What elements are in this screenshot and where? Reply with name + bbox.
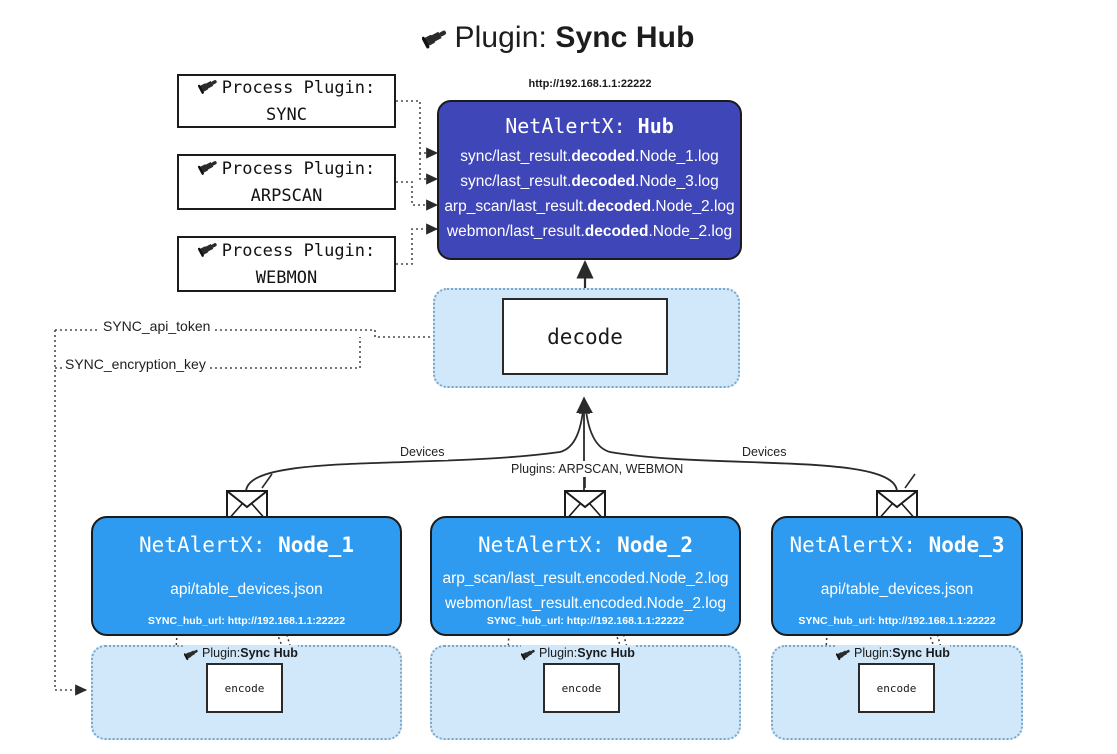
node-2[interactable]: NetAlertX: Node_2 arp_scan/last_result.e…	[430, 516, 741, 636]
process-plugin-line1: Process Plugin:	[221, 78, 376, 98]
encode-box-1[interactable]: encode	[206, 663, 283, 713]
node-title: NetAlertX: Node_1	[139, 533, 354, 557]
node-1[interactable]: NetAlertX: Node_1 api/table_devices.json…	[91, 516, 402, 636]
hub-title: NetAlertX: Hub	[505, 111, 674, 141]
hub-title-name: Hub	[637, 114, 674, 138]
sync-encryption-key-label: SYNC_encryption_key	[62, 355, 209, 373]
encode-label: encode	[876, 681, 917, 695]
encode-box-2[interactable]: encode	[543, 663, 620, 713]
hub-title-prefix: NetAlertX:	[505, 114, 638, 138]
encoder-plugin-tag-3: Plugin: Sync Hub	[836, 645, 950, 661]
plug-icon	[184, 646, 200, 661]
plug-icon	[197, 238, 220, 266]
node-log-line: webmon/last_result.encoded.Node_2.log	[445, 595, 726, 612]
process-plugin-line2: SYNC	[266, 104, 307, 125]
hub-url-label: http://192.168.1.1:22222	[528, 78, 652, 90]
plug-icon	[422, 19, 450, 63]
hub-log-line: arp_scan/last_result.decoded.Node_2.log	[444, 198, 735, 215]
encode-label: encode	[224, 681, 265, 695]
node-3[interactable]: NetAlertX: Node_3 api/table_devices.json…	[771, 516, 1023, 636]
node-title: NetAlertX: Node_2	[478, 533, 693, 557]
node-footer: SYNC_hub_url: http://192.168.1.1:22222	[147, 615, 346, 627]
encoder-plugin-tag-1: Plugin: Sync Hub	[184, 645, 298, 661]
node-footer: SYNC_hub_url: http://192.168.1.1:22222	[486, 615, 685, 627]
plugins-label-center: Plugins: ARPSCAN, WEBMON	[507, 461, 688, 477]
page-title: Plugin: Sync Hub	[0, 16, 1117, 63]
plug-icon	[521, 646, 537, 661]
process-plugin-sync[interactable]: Process Plugin: SYNC	[177, 74, 396, 128]
hub-node[interactable]: NetAlertX: Hub sync/last_result.decoded.…	[437, 100, 742, 260]
node-log-line: arp_scan/last_result.encoded.Node_2.log	[442, 570, 729, 587]
process-plugin-line1: Process Plugin:	[221, 241, 376, 261]
process-plugin-line2: ARPSCAN	[250, 185, 323, 206]
hub-log-line: webmon/last_result.decoded.Node_2.log	[446, 223, 733, 240]
process-plugin-arpscan[interactable]: Process Plugin: ARPSCAN	[177, 154, 396, 210]
node-log-line: api/table_devices.json	[170, 581, 323, 598]
hub-log-line: sync/last_result.decoded.Node_3.log	[460, 173, 719, 190]
devices-label-right: Devices	[738, 444, 791, 460]
node-footer: SYNC_hub_url: http://192.168.1.1:22222	[798, 615, 996, 627]
devices-label-left: Devices	[396, 444, 449, 460]
decode-box[interactable]: decode	[502, 298, 668, 375]
decode-label: decode	[547, 324, 623, 349]
plug-icon	[197, 156, 220, 184]
page-title-name: Sync Hub	[555, 21, 695, 54]
plug-icon	[197, 75, 220, 103]
encode-box-3[interactable]: encode	[858, 663, 935, 713]
process-plugin-line2: WEBMON	[255, 267, 318, 288]
node-title: NetAlertX: Node_3	[789, 533, 1005, 557]
process-plugin-webmon[interactable]: Process Plugin: WEBMON	[177, 236, 396, 292]
encode-label: encode	[561, 681, 602, 695]
hub-log-line: sync/last_result.decoded.Node_1.log	[460, 148, 719, 165]
process-plugin-line1: Process Plugin:	[221, 159, 376, 179]
sync-api-token-label: SYNC_api_token	[100, 317, 214, 335]
encoder-plugin-tag-2: Plugin: Sync Hub	[521, 645, 635, 661]
page-title-prefix: Plugin:	[454, 21, 556, 54]
plug-icon	[836, 646, 852, 661]
node-log-line: api/table_devices.json	[820, 581, 974, 598]
